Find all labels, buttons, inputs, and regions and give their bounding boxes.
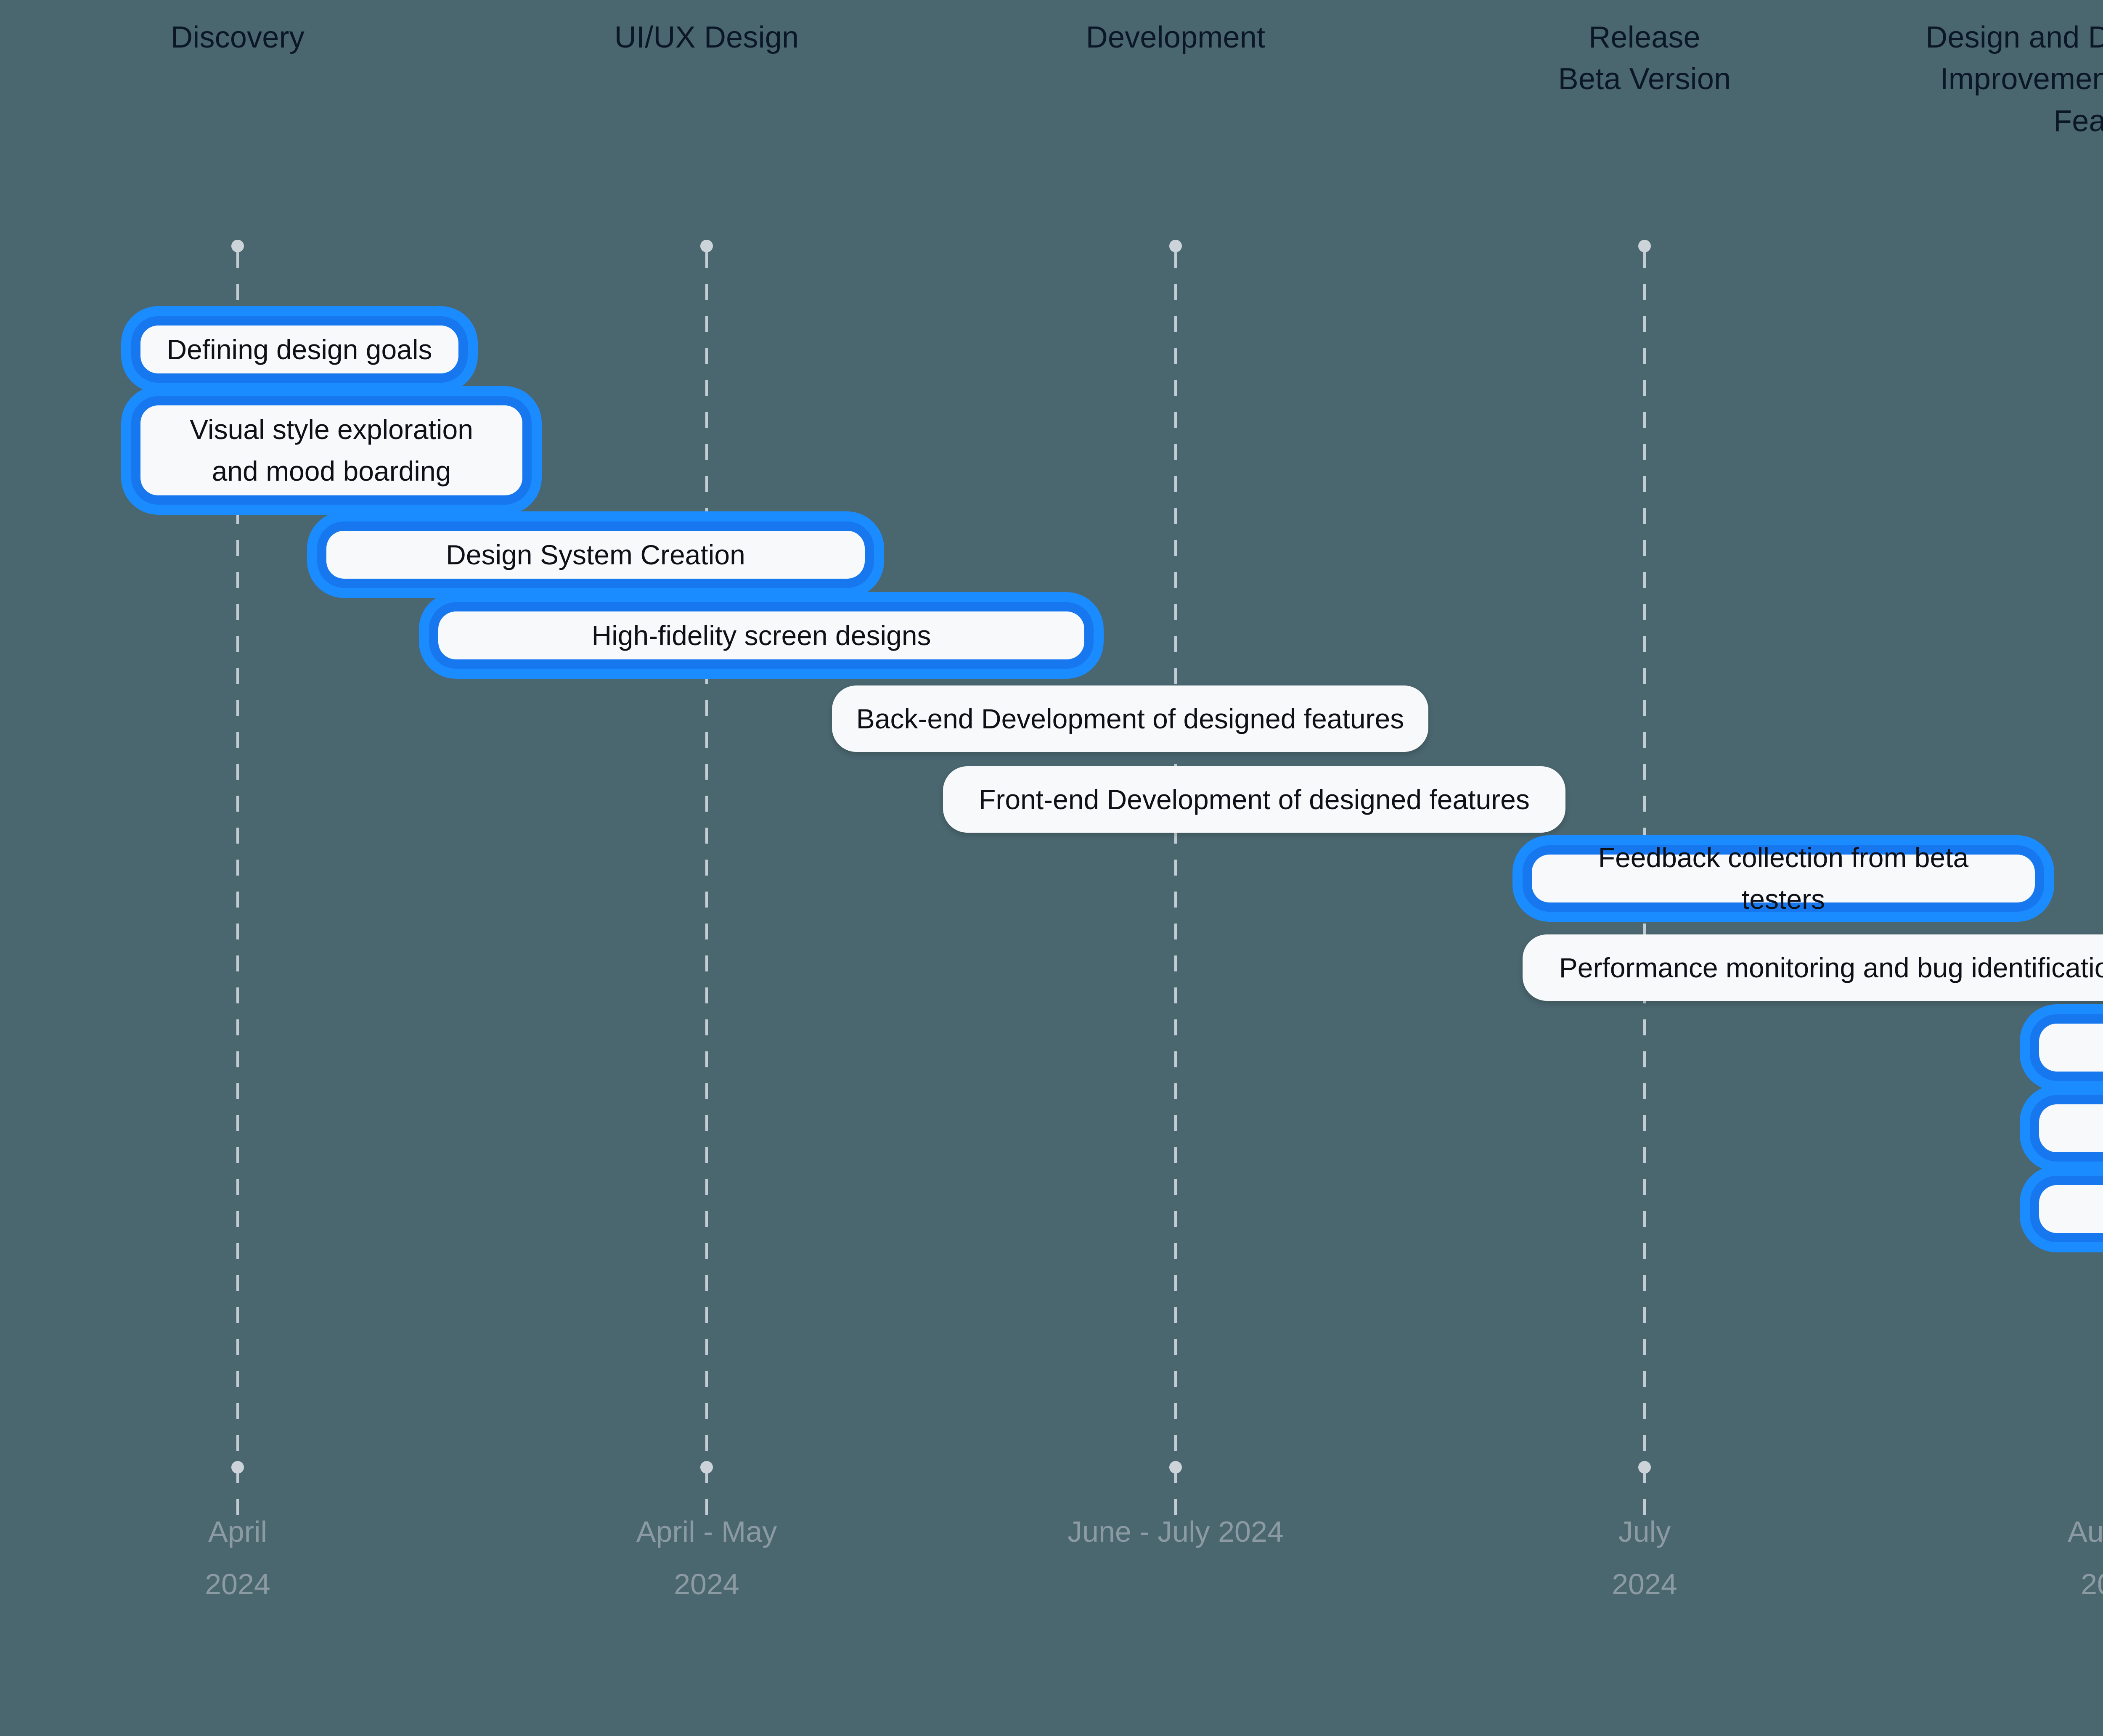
timeline-dashed-line bbox=[1174, 252, 1177, 1517]
column-date-uiux: April - May 2024 bbox=[636, 1515, 777, 1601]
task-card-performance-monitoring[interactable]: Performance monitoring and bug identific… bbox=[1523, 934, 2103, 1001]
task-card-front-end-development[interactable]: Front-end Development of designed featur… bbox=[943, 766, 1565, 833]
column-title-improvements: Design and Development of Improvements a… bbox=[1926, 21, 2103, 138]
task-card-ui-improvements[interactable]: UI improvements for better usability and… bbox=[2030, 1014, 2103, 1081]
column-date-development: June - July 2024 bbox=[1067, 1515, 1284, 1548]
task-card-high-fidelity-screens[interactable]: High-fidelity screen designs bbox=[429, 602, 1094, 669]
column-title-development: Development bbox=[1086, 21, 1266, 54]
task-card-defining-design-goals[interactable]: Defining design goals bbox=[131, 316, 468, 383]
column-title-uiux: UI/UX Design bbox=[614, 21, 799, 54]
timeline-start-dot-icon bbox=[700, 240, 713, 252]
timeline-dashed-line bbox=[705, 252, 708, 1517]
timeline-end-dot-icon bbox=[1169, 1461, 1182, 1474]
column-title-beta: Release Beta Version bbox=[1558, 21, 1731, 96]
task-card-visual-style-exploration[interactable]: Visual style exploration and mood boardi… bbox=[131, 396, 532, 505]
timeline-end-dot-icon bbox=[1638, 1461, 1651, 1474]
column-date-beta: July 2024 bbox=[1612, 1515, 1677, 1601]
timeline-start-dot-icon bbox=[1638, 240, 1651, 252]
timeline-end-dot-icon bbox=[700, 1461, 713, 1474]
timeline-start-dot-icon bbox=[1169, 240, 1182, 252]
task-card-design-system-creation[interactable]: Design System Creation bbox=[317, 521, 874, 588]
timeline-end-dot-icon bbox=[231, 1461, 244, 1474]
task-card-back-end-development[interactable]: Back-end Development of designed feature… bbox=[832, 685, 1428, 752]
timeline-dashed-line bbox=[236, 252, 239, 1517]
column-date-discovery: April 2024 bbox=[205, 1515, 270, 1601]
column-title-discovery: Discovery bbox=[171, 21, 305, 54]
task-card-progress-tracking[interactable]: Designed progress tracking and achieveme… bbox=[2030, 1176, 2103, 1242]
timeline-start-dot-icon bbox=[231, 240, 244, 252]
task-card-feedback-collection[interactable]: Feedback collection from beta testers bbox=[1523, 842, 2044, 915]
column-date-improvements: August 2024 bbox=[2068, 1515, 2103, 1601]
task-card-customization-options[interactable]: Designed additional customization option… bbox=[2030, 1095, 2103, 1162]
